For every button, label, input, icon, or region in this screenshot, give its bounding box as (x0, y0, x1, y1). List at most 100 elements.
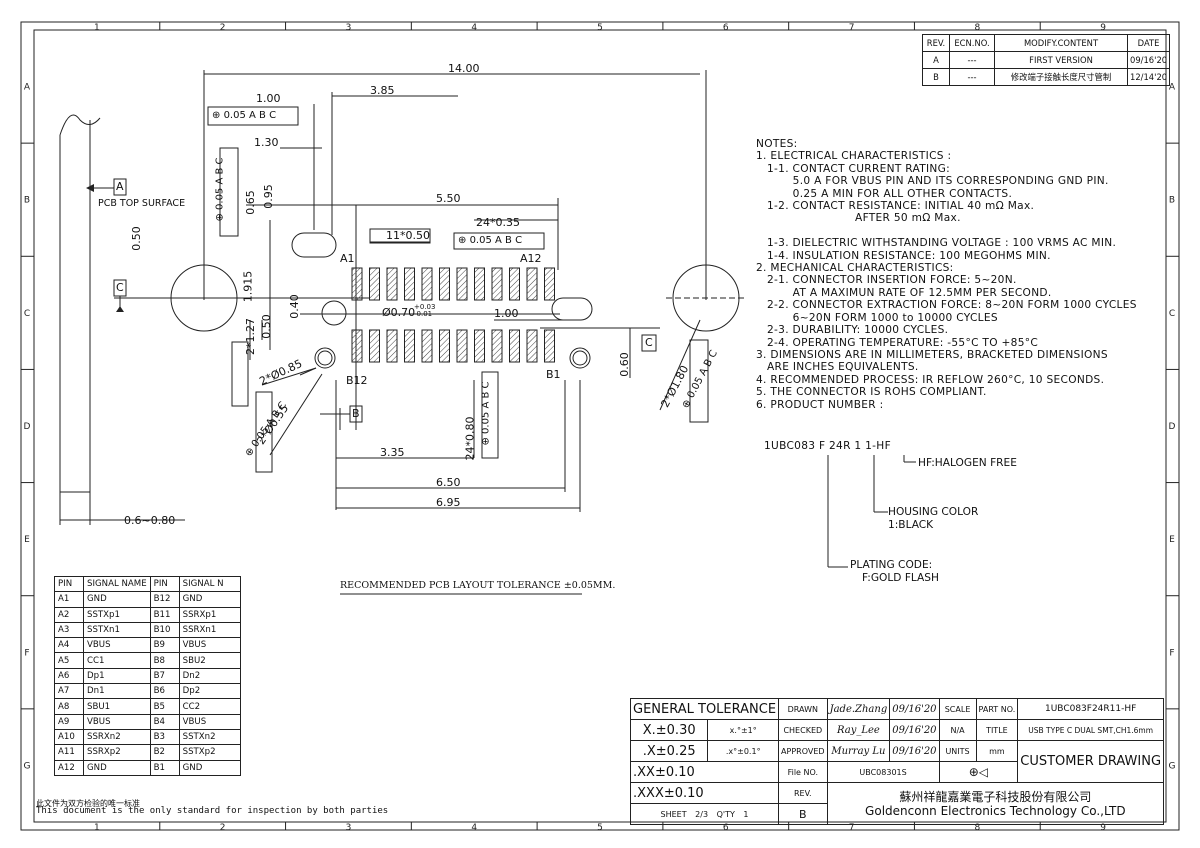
revision-table: REV. ECN.NO. MODIFY.CONTENT DATE A --- F… (922, 34, 1171, 86)
smt-pad (456, 267, 468, 301)
pin-cell: B9 (149, 637, 180, 654)
date-header: DATE (1126, 34, 1171, 52)
dim-080: 24*0.80 (463, 416, 477, 461)
label-a1: A1 (340, 252, 355, 265)
dim-pitch: 24*0.35 (476, 216, 520, 229)
signal-cell: SBU1 (83, 698, 151, 715)
approved-by: Murray Lu (826, 740, 891, 762)
scale: N/A (938, 719, 977, 741)
modify-cell: 修改端子接触长度尺寸管制 (994, 68, 1128, 86)
sheet-label: SHEET (660, 809, 687, 819)
zone-label: 6 (723, 823, 729, 833)
zone-label: 3 (346, 823, 352, 833)
note-line: 5. THE CONNECTOR IS ROHS COMPLIANT. (756, 386, 987, 399)
smt-pad (404, 267, 415, 301)
approved-date: 09/16'20 (889, 740, 940, 762)
pin-cell: A1 (54, 591, 84, 608)
fcf-top: ⊕ 0.05 A B C (212, 110, 277, 121)
datum-b: B (352, 407, 360, 420)
zone-label: 7 (849, 23, 855, 33)
notes-block: NOTES:1. ELECTRICAL CHARACTERISTICS : 1-… (756, 138, 1137, 411)
zone-label: A (24, 83, 31, 93)
signal-cell: VBUS (83, 637, 151, 654)
note-line: 2-2. CONNECTOR EXTRACTION FORCE: 8~20N F… (756, 299, 1137, 312)
signal-cell: Dn2 (178, 667, 241, 685)
zone-label: 2 (220, 23, 226, 33)
zone-label: 8 (974, 823, 980, 833)
signal-cell: VBUS (83, 713, 151, 730)
zone-label: 2 (220, 823, 226, 833)
note-line: AFTER 50 mΩ Max. (756, 212, 961, 225)
pin-cell: B1 (149, 759, 180, 776)
dim-060: 0.60 (617, 352, 631, 377)
sheet-qty: SHEET 2/3 Q'TY 1 (629, 803, 780, 825)
signal-cell: VBUS (178, 713, 241, 730)
signal-cell: SSTXp1 (83, 606, 151, 623)
note-line: 4. RECOMMENDED PROCESS: IR REFLOW 260°C,… (756, 373, 1105, 386)
pin-cell: A12 (54, 759, 84, 776)
smt-pad (351, 329, 363, 363)
drawn-date: 09/16'20 (889, 698, 940, 720)
smt-pad (369, 267, 380, 301)
qty-label: Q'TY (716, 809, 735, 819)
dim-0680: 0.6~0.80 (124, 514, 176, 527)
zone-label: 6 (723, 23, 729, 33)
label-b12: B12 (346, 374, 368, 387)
pin-cell: A5 (54, 652, 84, 669)
pin-cell: A2 (54, 606, 84, 623)
zone-label: 1 (94, 23, 100, 33)
zone-label: G (24, 761, 31, 771)
note-line: 6. PRODUCT NUMBER : (756, 398, 884, 411)
pin-cell: B8 (149, 652, 180, 669)
smt-pad (421, 329, 433, 363)
pin-cell: A10 (54, 728, 84, 746)
signal-header: SIGNAL N (178, 575, 241, 593)
smt-pad (526, 329, 538, 363)
label-b1: B1 (546, 368, 561, 381)
zone-label: 4 (471, 823, 477, 833)
product-number: 1UBC083 F 24R 1 1-HF (764, 440, 891, 452)
zone-label: 9 (1100, 23, 1106, 33)
ecn-header: ECN.NO. (949, 34, 995, 52)
note-line: 2. MECHANICAL CHARACTERISTICS: (756, 262, 954, 275)
smt-pad (509, 329, 520, 363)
tolerance-note: RECOMMENDED PCB LAYOUT TOLERANCE ±0.05MM… (340, 580, 616, 591)
note-line: 1. ELECTRICAL CHARACTERISTICS : (756, 150, 952, 163)
zone-label: E (1169, 535, 1175, 545)
date-cell: 09/16'20 (1126, 51, 1171, 69)
pad-row (351, 267, 555, 363)
zone-label: E (24, 535, 30, 545)
dim-695: 6.95 (436, 496, 461, 509)
signal-cell: Dn1 (83, 683, 151, 700)
signal-cell: GND (178, 591, 241, 608)
signal-cell: CC1 (83, 652, 151, 669)
note-line: 2-3. DURABILITY: 10000 CYCLES. (756, 324, 949, 337)
smt-pad (456, 329, 468, 363)
date-cell: 12/14'20 (1126, 68, 1171, 86)
smt-pad (544, 267, 555, 301)
pin-cell: B11 (149, 606, 180, 623)
smt-pad (474, 329, 485, 363)
dim-050b: 0.50 (259, 314, 273, 339)
general-tolerance: GENERAL TOLERANCE (629, 698, 780, 720)
note-line (756, 225, 1137, 237)
pcb-layout (113, 70, 746, 512)
zone-label: C (1169, 309, 1175, 319)
smt-pad (386, 267, 398, 301)
smt-pad (421, 267, 433, 301)
zone-label: 9 (1100, 823, 1106, 833)
note-line: 2-1. CONNECTOR INSERTION FORCE: 5~20N. (756, 274, 1017, 287)
note-line: NOTES: (756, 138, 798, 150)
title: USB TYPE C DUAL SMT,CH1.6mm (1017, 719, 1165, 741)
dim-hole: Ø0.70 (382, 306, 416, 319)
pin-table-header: PIN SIGNAL NAME PIN SIGNAL N (54, 575, 241, 593)
rev-header: REV. (922, 34, 950, 52)
signal-cell: VBUS (178, 637, 241, 654)
